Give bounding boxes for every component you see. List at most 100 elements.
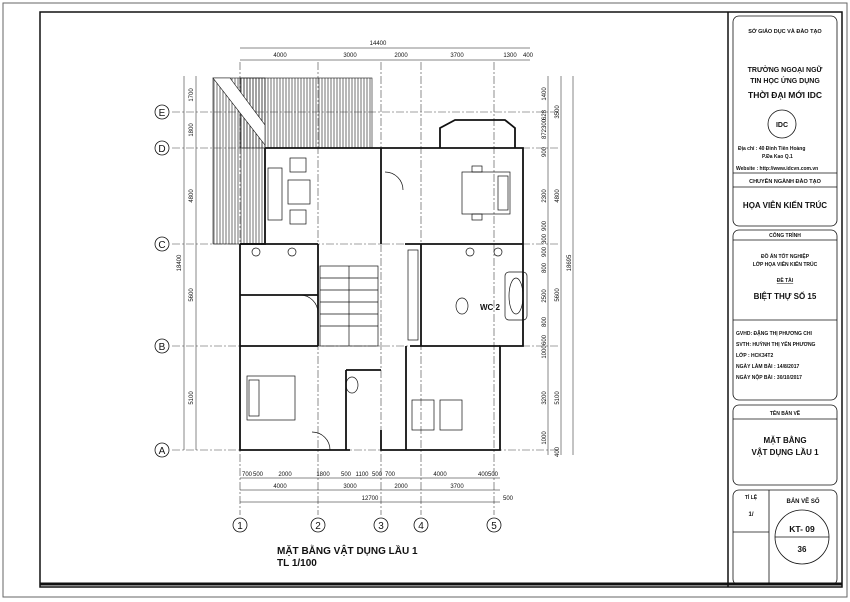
dim-right-detail: 2500	[542, 289, 548, 303]
tb-sheet-label: BẢN VẼ SỐ	[786, 498, 819, 505]
dim-right-detail: 800	[542, 262, 548, 273]
dim-left: 1800	[189, 123, 195, 137]
dim-right: 5600	[555, 288, 561, 302]
dim-bottom: 3000	[343, 484, 357, 490]
dim-right-detail: 1400	[542, 87, 548, 101]
dim-right: 3500	[555, 105, 561, 119]
dim-top: 3000	[343, 53, 357, 59]
dim-top: 400	[523, 53, 534, 59]
roof-hatch	[212, 77, 373, 245]
tb-sheet-number: 36	[798, 545, 807, 554]
dim-bottom-total: 12700	[362, 496, 379, 502]
tb-major: HỌA VIÊN KIẾN TRÚC	[743, 200, 827, 210]
axis-label-b: B	[159, 342, 166, 353]
dim-top: 4000	[273, 53, 287, 59]
drawing-title: MẶT BẰNG VẬT DỤNG LẦU 1	[277, 544, 418, 557]
dim-bottom-detail: 500	[488, 472, 499, 478]
furniture	[246, 157, 528, 451]
tb-school-name: THỜI ĐẠI MỚI IDC	[748, 89, 822, 100]
top-dimensions	[240, 47, 530, 61]
tb-website: Website : http://www.idcvn.com.vn	[736, 166, 818, 172]
walls	[239, 119, 524, 451]
dim-right-detail: 872	[542, 128, 548, 139]
tb-project-label: CÔNG TRÌNH	[769, 231, 801, 239]
dim-top: 2000	[394, 53, 408, 59]
drawing-frame	[39, 11, 843, 588]
dim-bottom-detail: 1800	[316, 472, 330, 478]
tb-class: LỚP : HCK34T2	[736, 351, 773, 359]
dim-bottom-detail: 500	[253, 472, 264, 478]
tb-drawing-name-label: TÊN BẢN VẼ	[770, 409, 801, 417]
dim-right-total: 18695	[567, 254, 573, 271]
dim-bottom: 3700	[450, 484, 464, 490]
tb-date-start: NGÀY LÀM BÀI : 14/8/2017	[736, 363, 799, 370]
dim-bottom-extra: 500	[503, 496, 514, 502]
tb-school-line2: TIN HỌC ỨNG DỤNG	[750, 76, 820, 85]
tb-sheet-code: KT- 09	[789, 524, 815, 534]
dim-right-detail: 900	[542, 146, 548, 157]
tb-date-submit: NGÀY NỘP BÀI : 30/10/2017	[736, 373, 802, 381]
title-block-frames	[732, 15, 838, 586]
dim-right-detail: 800	[542, 316, 548, 327]
dim-bottom-detail: 1100	[356, 472, 370, 478]
dim-right-detail: 300	[542, 233, 548, 244]
drawing-scale: TL 1/100	[277, 558, 317, 569]
axis-label-4: 4	[418, 521, 424, 532]
tb-major-label: CHUYÊN NGÀNH ĐÀO TẠO	[749, 177, 822, 185]
axis-label-5: 5	[491, 521, 497, 532]
room-label-wc: WC 2	[480, 303, 501, 312]
tb-topic: BIỆT THỰ SỐ 15	[754, 291, 817, 301]
dim-right-detail: 300	[542, 118, 548, 129]
column-axis-bubbles	[154, 104, 502, 533]
dim-top: 3700	[450, 53, 464, 59]
right-dimensions	[547, 76, 574, 455]
dim-left: 4800	[189, 189, 195, 203]
dim-right: 5100	[555, 391, 561, 405]
dim-left: 1700	[189, 88, 195, 102]
axis-label-d: D	[158, 144, 165, 155]
dim-right-detail: 900	[542, 220, 548, 231]
dim-bottom-detail: 700	[385, 472, 396, 478]
dim-left: 5100	[189, 391, 195, 405]
tb-address-line1: Địa chỉ : 40 Đinh Tiên Hoàng	[738, 146, 805, 152]
dim-right-detail: 600	[542, 334, 548, 345]
axis-label-3: 3	[378, 521, 384, 532]
dim-bottom: 4000	[273, 484, 287, 490]
tb-project-line1: ĐỒ ÁN TỐT NGHIỆP	[761, 252, 810, 260]
tb-student: SVTH: HUỲNH THỊ YẾN PHƯƠNG	[736, 341, 816, 348]
tb-address-line2: P.Đa Kao Q.1	[762, 154, 793, 160]
dim-left: 5600	[189, 288, 195, 302]
left-dimensions	[183, 76, 197, 450]
tb-drawing-name-line2: VẬT DỤNG LẦU 1	[751, 447, 819, 457]
dim-right: 4800	[555, 189, 561, 203]
dim-right-detail: 1000	[542, 431, 548, 445]
dim-bottom-detail: 2000	[278, 472, 292, 478]
tb-project-line2: LỚP HỌA VIÊN KIẾN TRÚC	[753, 260, 818, 268]
dim-bottom: 2000	[394, 484, 408, 490]
dim-right-detail: 2300	[542, 189, 548, 203]
tb-drawing-name-line1: MẶT BẰNG	[763, 436, 806, 445]
dim-top: 1300	[503, 53, 517, 59]
tb-ministry: SỞ GIÁO DỤC VÀ ĐÀO TẠO	[748, 28, 822, 35]
axis-label-1: 1	[237, 521, 243, 532]
dim-bottom-detail: 500	[372, 472, 383, 478]
idc-logo: IDC	[776, 122, 788, 129]
axis-label-e: E	[159, 108, 166, 119]
dim-bottom-detail: 700	[242, 472, 253, 478]
tb-scale-label: TỈ LỆ	[745, 493, 758, 501]
tb-school-line1: TRƯỜNG NGOẠI NGỮ	[748, 65, 823, 74]
dim-right-detail: 400	[555, 446, 561, 457]
dim-right-detail: 3200	[542, 391, 548, 405]
axis-label-a: A	[159, 446, 166, 457]
bottom-dimensions	[240, 477, 500, 503]
dim-left-total: 18400	[177, 254, 183, 271]
axis-label-c: C	[158, 240, 165, 251]
tb-scale-value: 1/	[748, 512, 753, 518]
dim-top-total: 14400	[370, 41, 387, 47]
dim-right-detail: 628	[542, 109, 548, 120]
dim-bottom-detail: 400	[478, 472, 489, 478]
dim-right-detail: 1000	[542, 345, 548, 359]
tb-topic-label: ĐỀ TÀI	[777, 277, 794, 284]
